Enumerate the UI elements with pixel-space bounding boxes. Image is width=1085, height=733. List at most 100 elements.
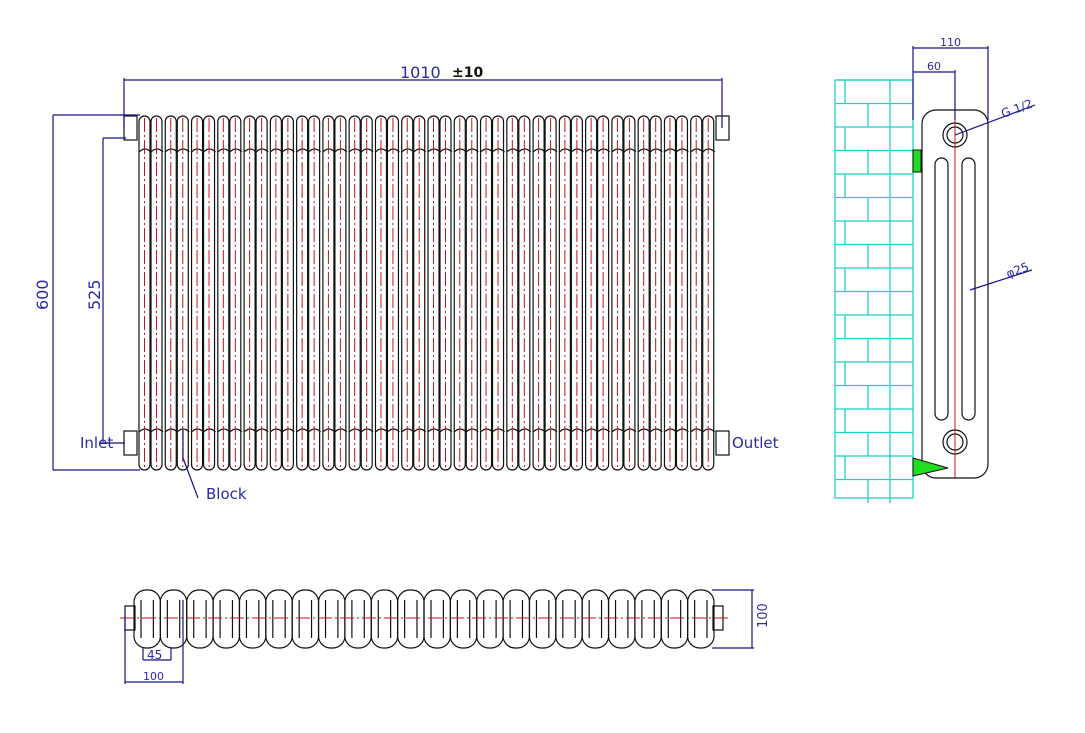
radiator-section [401, 115, 427, 471]
radiator-tube [296, 115, 309, 471]
pipe-fitting [123, 430, 138, 456]
block-label: Block [206, 485, 247, 503]
radiator-section [611, 115, 637, 471]
front-view [123, 115, 730, 471]
radiator-tube [675, 115, 689, 471]
pipe-fitting [715, 430, 730, 456]
top-section [423, 589, 451, 649]
radiator-section [690, 115, 716, 471]
radiator-tube [138, 115, 151, 471]
top-section [212, 589, 241, 649]
radiator-tube [255, 115, 268, 471]
radiator-tube [281, 115, 294, 471]
radiator-tube [637, 115, 650, 471]
pitch-dim-text: 45 [147, 648, 162, 662]
radiator-tube [479, 115, 493, 471]
radiator-tube [518, 115, 531, 471]
pipe-fitting [123, 115, 138, 141]
radiator-tube [623, 115, 636, 471]
radiator-section [637, 115, 663, 471]
wall-center-dim-text: 60 [927, 60, 941, 73]
radiator-tube [649, 115, 662, 471]
header-curve [348, 148, 374, 433]
top-dimensions: 100 45 100 [124, 589, 771, 684]
top-section [502, 589, 531, 649]
top-section [265, 589, 293, 649]
radiator-section [138, 115, 164, 471]
radiator-tube [176, 115, 189, 471]
outlet-label: Outlet [732, 434, 779, 452]
radiator-tube [585, 115, 598, 471]
top-section [186, 589, 214, 649]
radiator-tube [217, 115, 230, 471]
radiator-tube [269, 115, 282, 471]
radiator-tube [308, 115, 321, 471]
top-section [449, 589, 478, 649]
wall-bracket [912, 149, 922, 173]
radiator-section [217, 115, 243, 471]
radiator-section [269, 115, 295, 471]
top-section [370, 589, 399, 649]
header-curve [664, 148, 689, 433]
radiator-section [532, 115, 558, 471]
header-curve [269, 148, 295, 433]
top-section [317, 589, 346, 649]
top-section [476, 589, 504, 649]
top-section [133, 589, 161, 649]
top-section [555, 589, 583, 649]
radiator-section [322, 115, 348, 471]
tube-slot [934, 157, 949, 421]
header-curve [375, 148, 400, 433]
header-curve [164, 148, 190, 433]
radiator-tube [386, 115, 400, 471]
header-curve [532, 148, 558, 433]
height-dimension: 600 [33, 114, 140, 471]
radiator-section [243, 115, 269, 471]
radiator-tube [150, 115, 163, 471]
side-view [834, 79, 989, 503]
centers-dimension: 525 [85, 137, 126, 442]
radiator-tube [702, 115, 715, 471]
radiator-section [585, 115, 611, 471]
height-dim-text: 600 [33, 279, 52, 310]
radiator-tube [243, 115, 256, 471]
centers-dim-text: 525 [85, 279, 104, 310]
radiator-tube [348, 115, 361, 471]
radiator-tube [663, 115, 677, 471]
radiator-tube [491, 115, 505, 471]
radiator-tube [439, 115, 452, 471]
top-section [528, 589, 557, 649]
radiator-tube [611, 115, 624, 471]
header-curve [637, 148, 663, 433]
radiator-tube [427, 115, 440, 471]
top-section [397, 589, 425, 649]
header-curve [558, 148, 584, 433]
top-section [660, 589, 689, 649]
radiator-tube [360, 115, 373, 471]
tube-diameter-label: φ25 [1004, 260, 1031, 281]
radiator-tube [229, 115, 242, 471]
radiator-section [374, 115, 400, 471]
radiator-tube [506, 115, 519, 471]
radiator-tube [202, 115, 216, 471]
radiator-tube [690, 115, 703, 471]
header-curve [453, 148, 479, 433]
radiator-section [453, 115, 479, 471]
radiator-tube [558, 115, 571, 471]
radiator-tube [334, 115, 347, 471]
top-section [687, 589, 715, 649]
width-tolerance-text: ±10 [452, 65, 483, 81]
radiator-tube [532, 115, 545, 471]
top-depth-dim-text: 100 [756, 603, 771, 628]
thread-label: G 1/2 [999, 97, 1034, 121]
end-dim-text: 100 [143, 670, 164, 683]
floor-bracket [912, 457, 949, 477]
radiator-tube [374, 115, 388, 471]
top-section [238, 589, 267, 649]
side-dimensions: 110 60 G 1/2 φ25 [912, 36, 1036, 291]
radiator-tube [465, 115, 478, 471]
radiator-tube [401, 115, 414, 471]
radiator-section [348, 115, 374, 471]
